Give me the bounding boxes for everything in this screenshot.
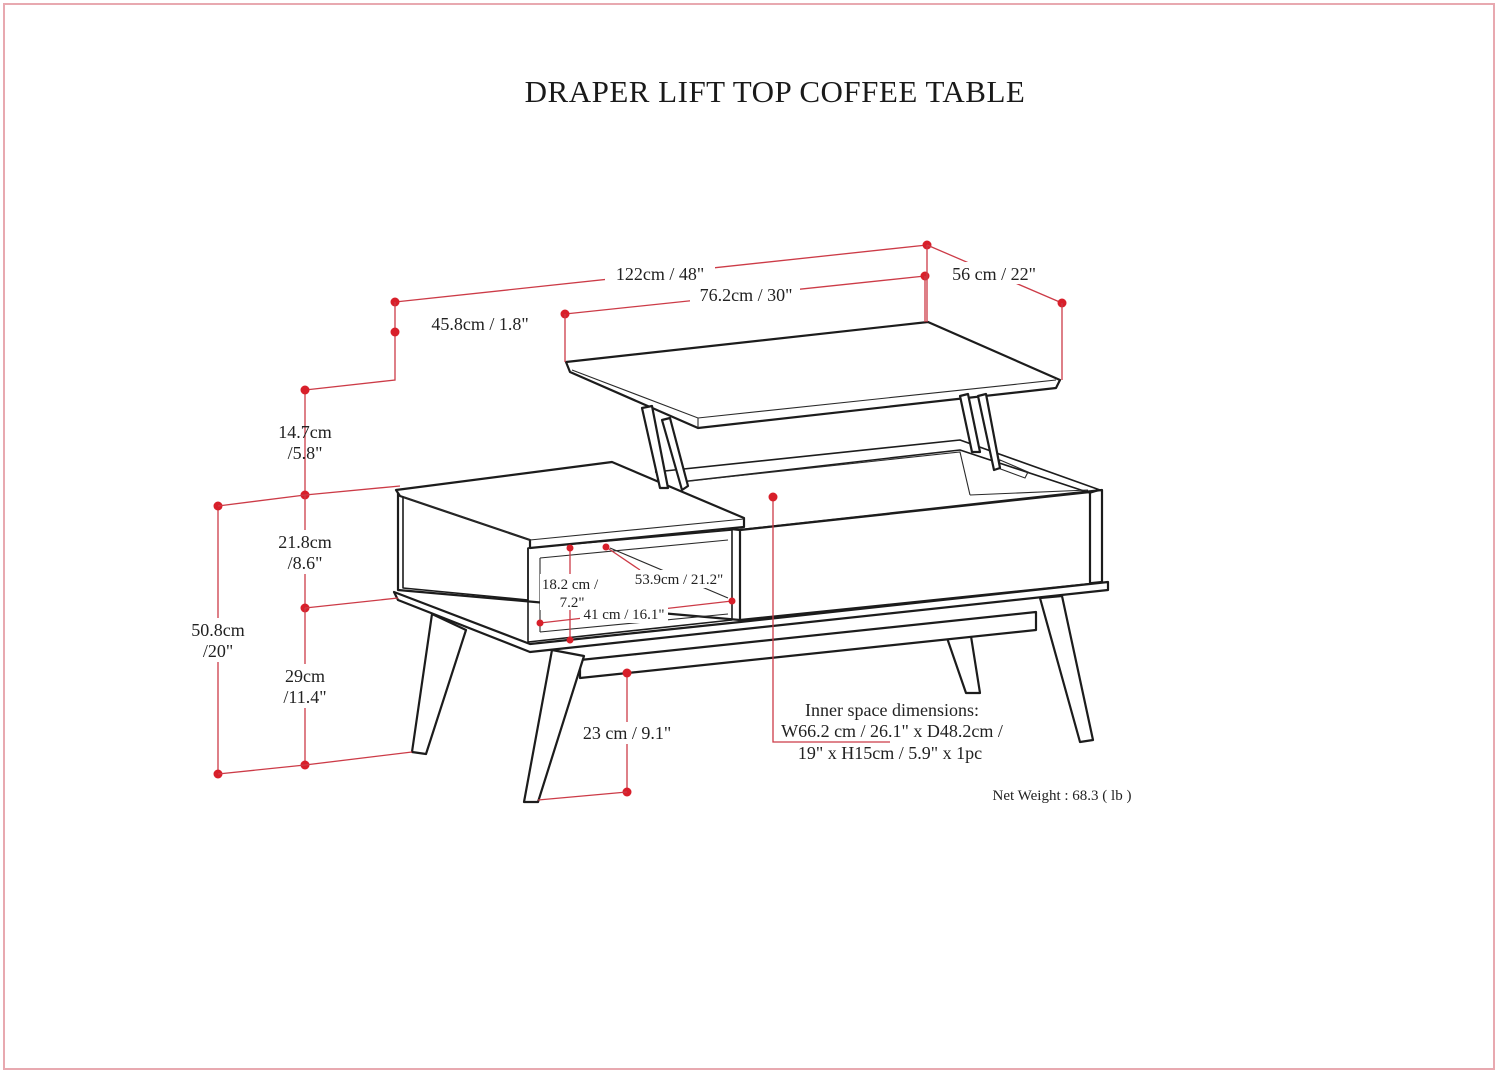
left-top-edge: [403, 496, 745, 541]
lift-arm-right-2: [976, 392, 1002, 472]
depth-label: 56 cm / 22": [952, 264, 1036, 284]
dim-dot: [536, 619, 544, 627]
dim-dot: [728, 597, 736, 605]
shelf-depth-label: 53.9cm / 21.2": [635, 572, 724, 588]
storage-rim: [654, 439, 1101, 494]
shelf-opening: [527, 529, 733, 643]
base-frame: [392, 580, 1110, 654]
shelf-height-label-2: 7.2": [560, 595, 585, 611]
dim-dot: [300, 385, 310, 395]
clearance-label: 23 cm / 9.1": [583, 723, 671, 743]
leg-height-label-1: 29cm: [285, 666, 325, 686]
storage-front: [738, 490, 1092, 622]
body-height-label-2: /8.6": [288, 553, 323, 573]
overall-width-label: 122cm / 48": [616, 264, 704, 284]
shelf-height-label-1: 18.2 cm /: [542, 577, 599, 593]
leg-front-left: [410, 612, 468, 756]
dim-dot: [768, 492, 778, 502]
lift-height-guide: [304, 485, 401, 496]
lift-top-guides: [564, 276, 926, 362]
leg-front-middle: [522, 648, 586, 804]
lift-arm-right: [958, 392, 982, 454]
diagram-title: DRAPER LIFT TOP COFFEE TABLE: [524, 74, 1026, 109]
inner-space-line-2: W66.2 cm / 26.1" x D48.2cm /: [781, 721, 1003, 741]
lift-arm-left: [640, 404, 670, 490]
lift-top-width-label: 76.2cm / 30": [700, 285, 793, 305]
lift-height-label-1: 14.7cm: [278, 422, 332, 442]
storage-inner-right: [969, 489, 1089, 496]
shelf-depth-line: [605, 546, 641, 571]
page-frame: [3, 3, 1495, 1070]
dim-dot: [622, 668, 632, 678]
inner-space-line: [772, 497, 890, 743]
dim-dot: [566, 636, 574, 644]
body-height-label-1: 21.8cm: [278, 532, 332, 552]
net-weight-label: Net Weight : 68.3 ( lb ): [993, 788, 1132, 804]
clearance-guide: [537, 791, 628, 801]
depth-guides: [926, 245, 1063, 380]
lift-top-panel: [564, 320, 1062, 430]
inner-space-title: Inner space dimensions:: [805, 700, 979, 720]
overall-height-label-2: /20": [203, 641, 233, 661]
shelf-width-label: 41 cm / 16.1": [583, 607, 664, 623]
lift-height-label-2: /5.8": [288, 443, 323, 463]
dim-dot: [602, 543, 610, 551]
leg-front-right: [1038, 594, 1095, 744]
dimension-labels: 122cm / 48" 76.2cm / 30" 56 cm / 22" 45.…: [180, 262, 1131, 804]
dim-dot: [566, 544, 574, 552]
side-width-label: 45.8cm / 1.8": [431, 314, 528, 334]
body-height-guide: [304, 597, 399, 609]
lift-arm-left-2: [660, 416, 690, 492]
dim-dot: [390, 327, 400, 337]
overall-height-label-1: 50.8cm: [191, 620, 245, 640]
storage-inner-back: [679, 451, 971, 496]
overall-height-guides: [217, 494, 413, 775]
inner-space-line-3: 19" x H15cm / 5.9" x 1pc: [798, 743, 982, 763]
leg-height-label-2: /11.4": [283, 687, 326, 707]
side-width-line: [304, 302, 396, 391]
